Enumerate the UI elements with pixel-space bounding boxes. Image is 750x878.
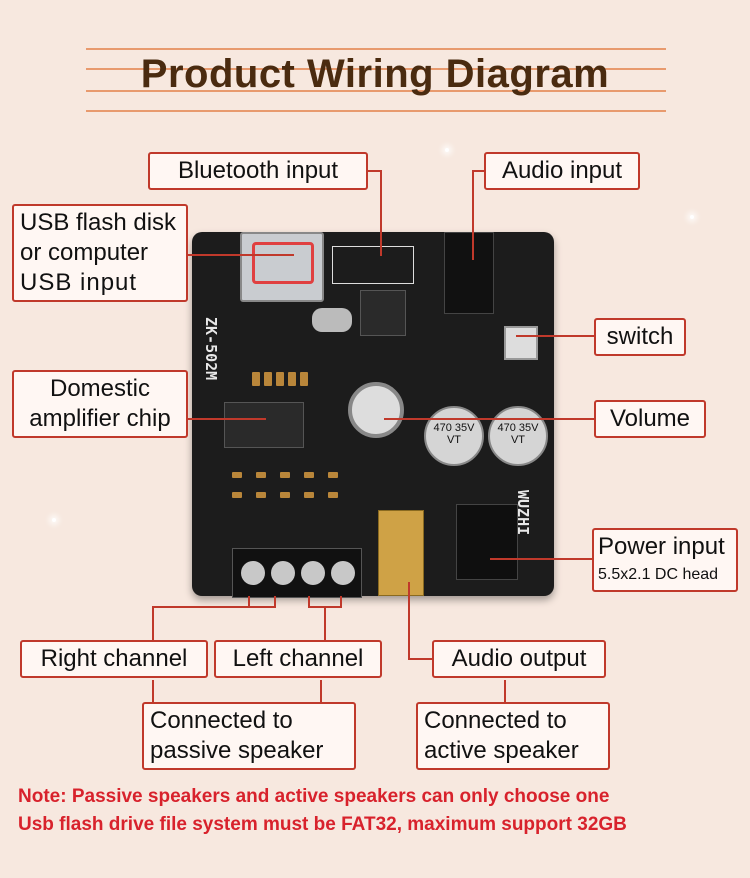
smd-part — [256, 492, 266, 498]
amplifier-chip — [224, 402, 304, 448]
connector-line — [152, 606, 154, 640]
capacitor-left: 470 35V VT — [424, 406, 484, 466]
connector-line — [248, 596, 250, 608]
connector-line — [308, 596, 310, 608]
smd-part — [264, 372, 272, 386]
connector-line — [408, 582, 410, 660]
audio-output-jack — [378, 510, 424, 596]
amplifier-chip-line: amplifier chip — [29, 405, 171, 432]
brand-label: WUZHI — [514, 490, 532, 536]
usb-input-line: USB flash disk — [20, 209, 177, 236]
active-speaker-line: Connected to — [424, 707, 567, 734]
active-speaker-label: Connected to active speaker — [416, 702, 610, 770]
volume-text: Volume — [609, 405, 691, 432]
switch-label: switch — [594, 318, 686, 356]
smd-part — [252, 372, 260, 386]
smd-part — [280, 472, 290, 478]
volume-knob — [348, 382, 404, 438]
left-channel-text: Left channel — [232, 645, 364, 672]
connector-line — [152, 606, 276, 608]
connector-line — [380, 170, 382, 256]
audio-input-text: Audio input — [501, 157, 623, 184]
smd-part — [328, 492, 338, 498]
connector-line — [384, 418, 596, 420]
smd-part — [304, 472, 314, 478]
audio-input-label: Audio input — [484, 152, 640, 190]
usb-input-line: or computer — [20, 239, 149, 266]
header-rule-mid1 — [86, 68, 666, 70]
sparkle-decoration — [690, 215, 694, 219]
usb-port — [240, 232, 324, 302]
connector-line — [320, 680, 322, 704]
capacitor-label: 470 35V VT — [497, 422, 539, 446]
right-channel-text: Right channel — [40, 645, 188, 672]
header-rule-bottom — [86, 110, 666, 112]
power-input-label: Power input 5.5x2.1 DC head — [592, 528, 738, 592]
smd-part — [304, 492, 314, 498]
power-input-line: Power input — [598, 533, 725, 560]
bluetooth-input-label: Bluetooth input — [148, 152, 368, 190]
connector-line — [472, 170, 488, 172]
amplifier-chip-line: Domestic — [49, 375, 151, 402]
connector-line — [472, 170, 474, 260]
connector-line — [186, 254, 294, 256]
passive-speaker-label: Connected to passive speaker — [142, 702, 356, 770]
circuit-board: ZK-502M 470 35V VT 470 35V VT WUZHI — [192, 232, 554, 598]
passive-speaker-line: Connected to — [150, 707, 293, 734]
smd-part — [256, 472, 266, 478]
power-input-spec: 5.5x2.1 DC head — [598, 566, 719, 583]
capacitor-right: 470 35V VT — [488, 406, 548, 466]
smd-part — [280, 492, 290, 498]
right-channel-label: Right channel — [20, 640, 208, 678]
bluetooth-module — [332, 246, 414, 284]
smd-part — [232, 472, 242, 478]
smd-part — [328, 472, 338, 478]
connector-line — [186, 418, 266, 420]
capacitor-label: 470 35V VT — [433, 422, 475, 446]
audio-output-label: Audio output — [432, 640, 606, 678]
sparkle-decoration — [445, 148, 449, 152]
connector-line — [340, 596, 342, 608]
note-line-2: Usb flash drive file system must be FAT3… — [18, 814, 627, 835]
connector-line — [274, 596, 276, 608]
audio-output-text: Audio output — [451, 645, 587, 672]
left-channel-label: Left channel — [214, 640, 382, 678]
switch-text: switch — [606, 323, 674, 350]
model-label: ZK-502M — [202, 317, 220, 381]
header-rule-top — [86, 48, 666, 50]
smd-part — [300, 372, 308, 386]
usb-input-label: USB flash disk or computer USB input — [12, 204, 188, 302]
audio-input-jack — [444, 232, 494, 314]
connector-line — [490, 558, 592, 560]
smd-part — [288, 372, 296, 386]
header-rule-mid2 — [86, 90, 666, 92]
passive-speaker-line: passive speaker — [150, 737, 324, 764]
usb-input-line: USB input — [20, 269, 138, 296]
page-title: Product Wiring Diagram — [140, 52, 610, 96]
connector-line — [516, 335, 596, 337]
sparkle-decoration — [52, 518, 56, 522]
dc-power-jack — [456, 504, 518, 580]
smd-part — [276, 372, 284, 386]
note-line-1: Note: Passive speakers and active speake… — [18, 786, 610, 807]
connector-line — [408, 658, 434, 660]
connector-line — [152, 680, 154, 704]
amplifier-chip-label: Domestic amplifier chip — [12, 370, 188, 438]
bluetooth-chip — [360, 290, 406, 336]
active-speaker-line: active speaker — [424, 737, 579, 764]
connector-line — [324, 606, 326, 640]
connector-line — [504, 680, 506, 704]
power-switch — [504, 326, 538, 360]
smd-part — [232, 492, 242, 498]
connector-line — [368, 170, 382, 172]
speaker-terminal — [232, 548, 362, 598]
volume-label: Volume — [594, 400, 706, 438]
crystal — [312, 308, 352, 332]
bluetooth-input-text: Bluetooth input — [177, 157, 339, 184]
